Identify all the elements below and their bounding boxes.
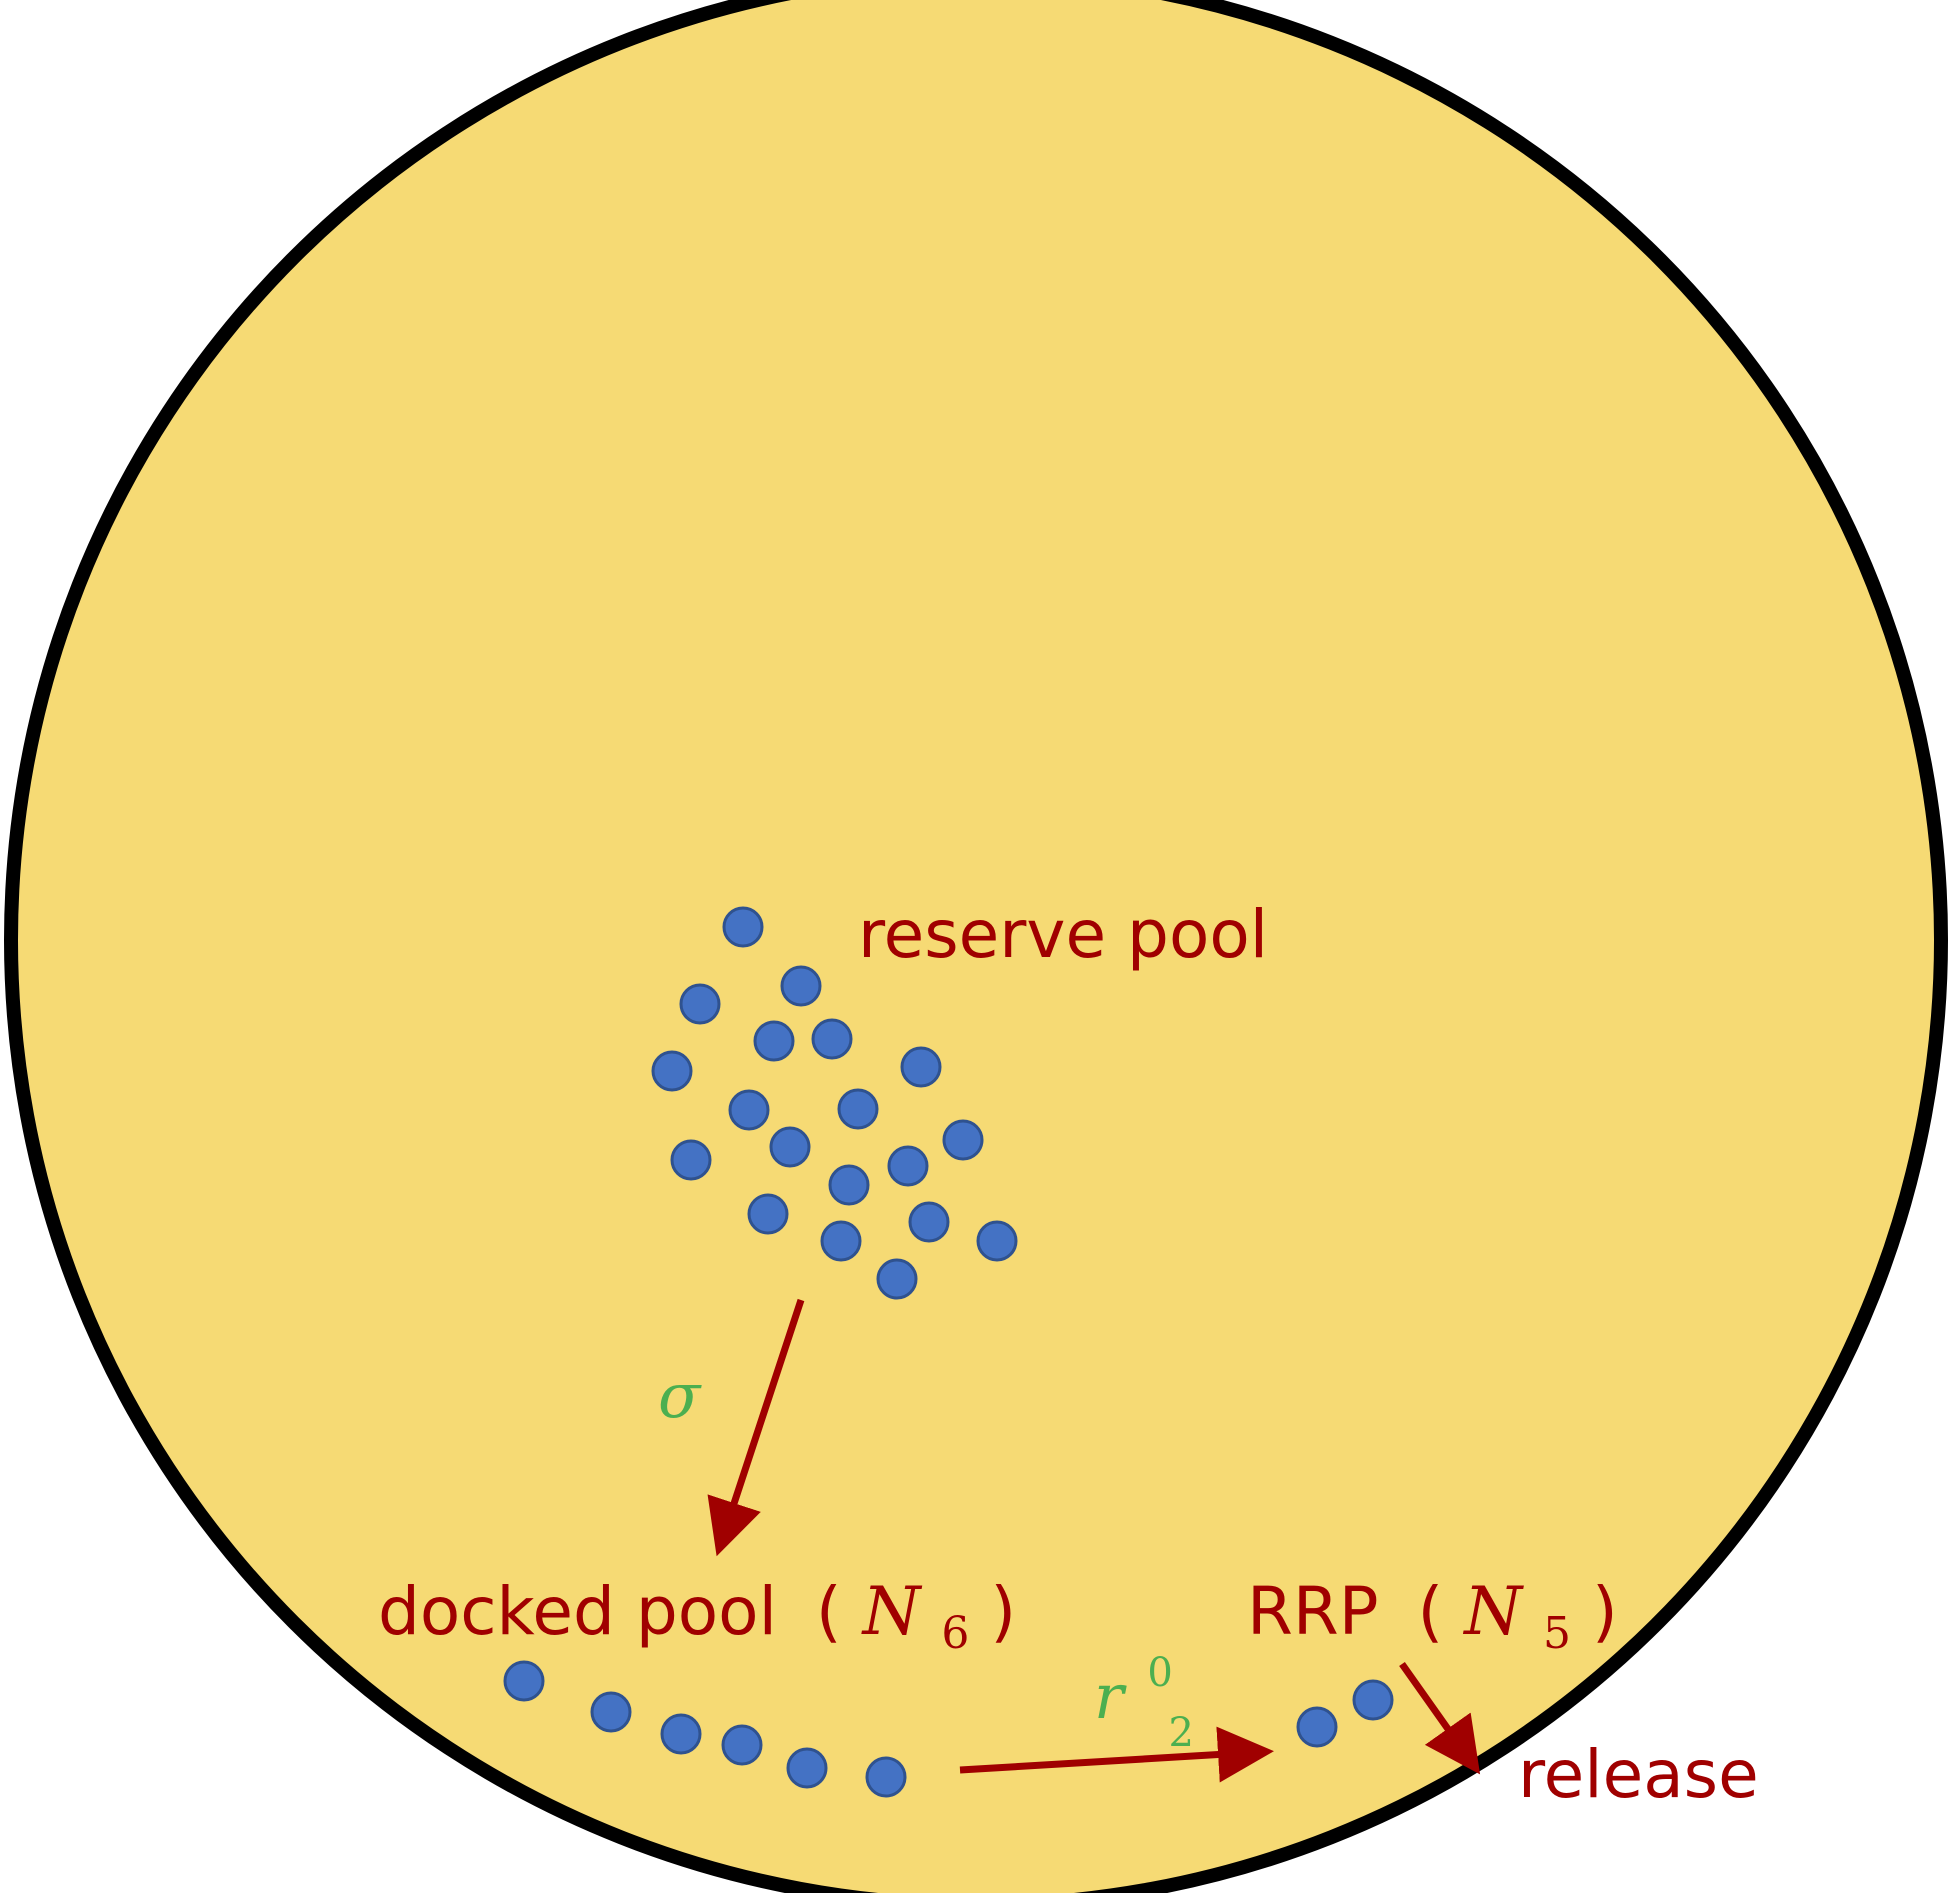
vesicle [900, 1046, 942, 1088]
rate-r2-0: r 0 2 [1094, 1628, 1194, 1756]
rrp-label: RRP ( N 5 ) [1247, 1573, 1618, 1664]
vesicle [728, 1089, 770, 1131]
presynaptic-terminal [4, 0, 1948, 1893]
docked-pool-label: docked pool ( N 6 ) [378, 1573, 1016, 1664]
reserve-pool-vesicles [651, 906, 1018, 1300]
rate-r-superscript: 0 [1147, 1650, 1172, 1696]
docked-open-paren: ( [816, 1573, 842, 1650]
vesicle [908, 1201, 950, 1243]
docked-variable: N [861, 1573, 923, 1650]
vesicle [828, 1164, 870, 1206]
vesicle [837, 1088, 879, 1130]
vesicle [679, 983, 721, 1025]
arrow-reserve-to-docked [707, 1298, 805, 1557]
rrp-text: RRP [1247, 1573, 1379, 1650]
vesicle [660, 1713, 702, 1755]
vesicle [722, 906, 764, 948]
vesicle [747, 1193, 789, 1235]
vesicle [721, 1724, 763, 1766]
rrp-vesicles [1296, 1679, 1394, 1748]
rrp-subscript: 5 [1543, 1608, 1571, 1659]
rate-r-base: r [1094, 1660, 1127, 1733]
vesicle [753, 1020, 795, 1062]
vesicle [780, 965, 822, 1007]
vesicle [887, 1145, 929, 1187]
arrow-release [1399, 1661, 1481, 1775]
vesicle [786, 1747, 828, 1789]
vesicle [1352, 1679, 1394, 1721]
rrp-close-paren: ) [1592, 1573, 1618, 1650]
vesicle [820, 1220, 862, 1262]
docked-pool-text: docked pool [378, 1573, 777, 1650]
vesicle [651, 1050, 693, 1092]
vesicle [942, 1119, 984, 1161]
vesicle [1296, 1706, 1338, 1748]
docked-close-paren: ) [990, 1573, 1016, 1650]
rate-r-subscript: 2 [1169, 1710, 1194, 1756]
vesicle [503, 1660, 545, 1702]
vesicle [670, 1139, 712, 1181]
arrow-docked-to-rrp [959, 1726, 1274, 1783]
reserve-pool-label: reserve pool [858, 896, 1268, 973]
rrp-variable: N [1462, 1573, 1524, 1650]
vesicle [590, 1691, 632, 1733]
vesicle [811, 1018, 853, 1060]
release-label: release [1518, 1736, 1759, 1813]
vesicle [865, 1756, 907, 1798]
vesicle [976, 1220, 1018, 1262]
vesicle [769, 1126, 811, 1168]
vesicle [876, 1258, 918, 1300]
rrp-open-paren: ( [1418, 1573, 1444, 1650]
docked-subscript: 6 [941, 1608, 969, 1659]
docked-pool-vesicles [503, 1660, 907, 1798]
rate-sigma: σ [658, 1359, 702, 1432]
